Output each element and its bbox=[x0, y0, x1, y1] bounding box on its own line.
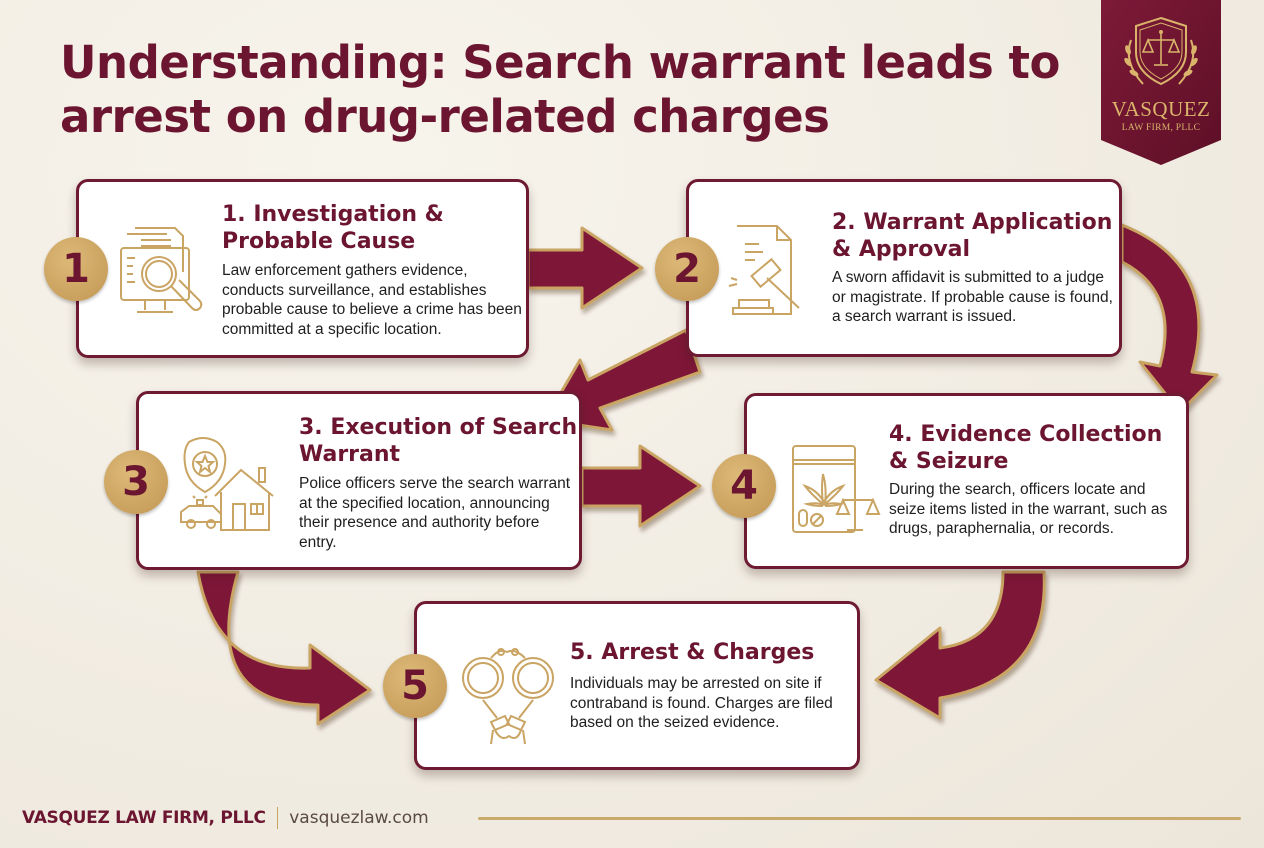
page-title: Understanding: Search warrant leads to a… bbox=[60, 36, 1060, 143]
logo-firm-subtitle: LAW FIRM, PLLC bbox=[1121, 123, 1201, 133]
step-badge-2: 2 bbox=[655, 237, 719, 301]
step-card-1: 1. Investigation & Probable Cause Law en… bbox=[76, 179, 529, 358]
gavel-document-icon bbox=[728, 225, 800, 315]
footer-divider bbox=[276, 807, 279, 829]
step-description: A sworn affidavit is submitted to a judg… bbox=[832, 269, 1113, 325]
footer: VASQUEZ LAW FIRM, PLLC vasquezlaw.com bbox=[22, 806, 429, 830]
step-card-2: 2. Warrant Application & Approval A swor… bbox=[686, 179, 1122, 357]
step-title: 5. Arrest & Charges bbox=[570, 640, 815, 665]
footer-firm-name: VASQUEZ LAW FIRM, PLLC bbox=[22, 808, 266, 828]
step-card-5: 5. Arrest & Charges Individuals may be a… bbox=[414, 601, 860, 770]
step-badge-1: 1 bbox=[44, 237, 108, 301]
step-description: During the search, officers locate and s… bbox=[889, 481, 1168, 537]
step-card-3: 3. Execution of Search Warrant Police of… bbox=[136, 391, 582, 570]
step-description: Individuals may be arrested on site if c… bbox=[570, 675, 833, 731]
document-magnifier-icon bbox=[120, 227, 203, 313]
step-title: 2. Warrant Application & Approval bbox=[832, 210, 1113, 262]
logo-firm-name: VASQUEZ bbox=[1111, 97, 1211, 121]
firm-logo-banner: VASQUEZ LAW FIRM, PLLC bbox=[1101, 0, 1221, 165]
arrow-2-to-4-icon bbox=[1120, 223, 1219, 414]
scales-of-justice-shield-icon bbox=[1101, 0, 1221, 165]
footer-website-link[interactable]: vasquezlaw.com bbox=[289, 808, 429, 828]
handcuffs-icon bbox=[462, 648, 554, 744]
arrow-1-to-2-icon bbox=[526, 226, 644, 310]
arrow-3-to-5-icon bbox=[196, 570, 372, 726]
step-title: 3. Execution of Search Warrant bbox=[299, 415, 578, 467]
arrow-3-to-4-icon bbox=[580, 444, 702, 528]
step-badge-3: 3 bbox=[104, 450, 168, 514]
step-card-4: 4. Evidence Collection & Seizure During … bbox=[744, 393, 1189, 569]
step-badge-5: 5 bbox=[383, 654, 447, 718]
step-title: 4. Evidence Collection & Seizure bbox=[889, 422, 1163, 474]
step-title: 1. Investigation & Probable Cause bbox=[222, 202, 444, 254]
step-description: Law enforcement gathers evidence, conduc… bbox=[222, 262, 522, 338]
step-description: Police officers serve the search warrant… bbox=[299, 475, 571, 551]
footer-rule bbox=[478, 817, 1241, 820]
step-badge-4: 4 bbox=[712, 454, 776, 518]
evidence-bag-cannabis-scales-icon bbox=[792, 445, 881, 533]
arrow-4-to-5-icon bbox=[874, 570, 1046, 720]
badge-house-police-car-icon bbox=[180, 437, 274, 531]
